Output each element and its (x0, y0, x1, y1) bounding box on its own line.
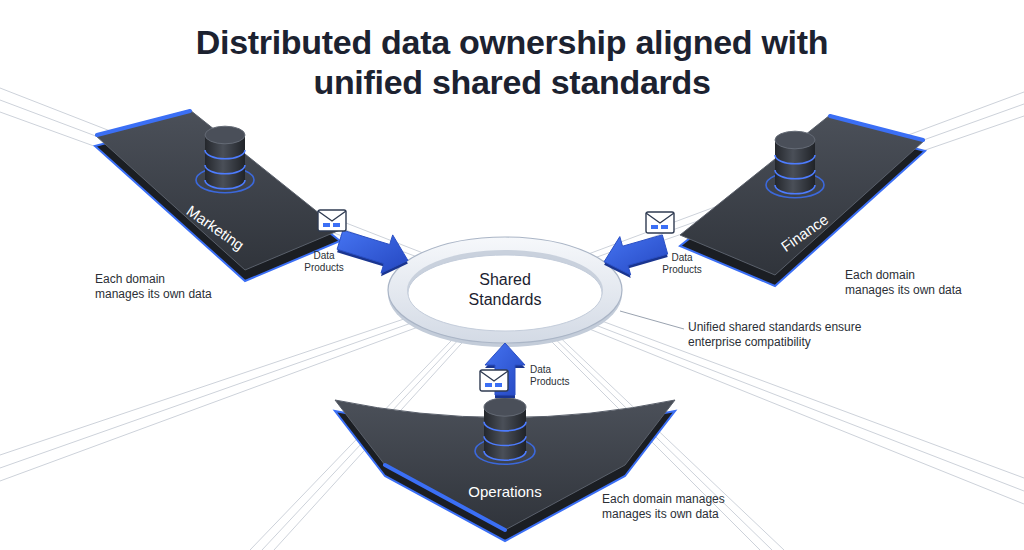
decor-path (775, 185, 815, 194)
annotation-note: Each domain manages its own data (95, 272, 215, 302)
decor-polyline (318, 211, 346, 221)
decor-ellipse (408, 255, 602, 331)
standards-ring: Shared Standards (385, 232, 625, 348)
domain-name: Operations (445, 483, 565, 502)
arrow-body (337, 230, 408, 273)
decor-path (95, 110, 340, 270)
decor-polyline (646, 213, 674, 223)
ray-lines (0, 88, 1024, 550)
leader-line (620, 311, 684, 329)
decor-path (484, 422, 526, 431)
decor-rect (333, 223, 340, 227)
decor-rect (661, 225, 668, 229)
decor-path (680, 115, 925, 275)
decor-ellipse (388, 237, 622, 343)
diagram-title: Distributed data ownership aligned with … (162, 22, 862, 102)
ring-label: Shared Standards (445, 270, 565, 310)
decor-ellipse (775, 131, 815, 149)
decor-path (97, 111, 190, 135)
decor-ellipse (484, 398, 526, 416)
decor-polyline (480, 371, 508, 381)
platform-shape (335, 395, 675, 550)
decor-rect (651, 225, 658, 229)
edge-label: Data Products (656, 252, 708, 276)
decor-rect (480, 370, 508, 391)
decor-path (775, 170, 815, 179)
edge-label: Data Products (530, 364, 590, 388)
envelope-icon (480, 370, 508, 391)
decor-rect (646, 212, 674, 233)
decor-ellipse (205, 126, 245, 144)
annotation-note: Each domain manages its own data (845, 268, 965, 298)
decor-rect (323, 223, 330, 227)
decor-rect (485, 383, 492, 387)
decor-path (484, 451, 526, 460)
decor-path (205, 165, 245, 174)
annotation-note: Unified shared standards ensure enterpri… (688, 320, 873, 350)
data-flow-arrow (337, 230, 408, 276)
decor-path (830, 116, 923, 140)
decor-ellipse (407, 250, 603, 330)
edge-label: Data Products (298, 250, 350, 274)
decor-rect (318, 210, 346, 231)
decor-path (775, 155, 815, 164)
ring-shape (385, 232, 625, 348)
decor-path (205, 180, 245, 189)
envelope-icon (318, 210, 346, 231)
decor-rect (495, 383, 502, 387)
platform-shape (95, 110, 340, 295)
decor-path (484, 436, 526, 445)
data-flow-arrow (604, 235, 668, 278)
annotation-note: Each domain manages manages its own data (602, 492, 732, 522)
arrow-body (604, 235, 668, 275)
domain-platform: Operations (335, 395, 675, 550)
decor-path (205, 150, 245, 159)
envelope-icon (646, 212, 674, 233)
domain-platform: Marketing (95, 110, 340, 295)
